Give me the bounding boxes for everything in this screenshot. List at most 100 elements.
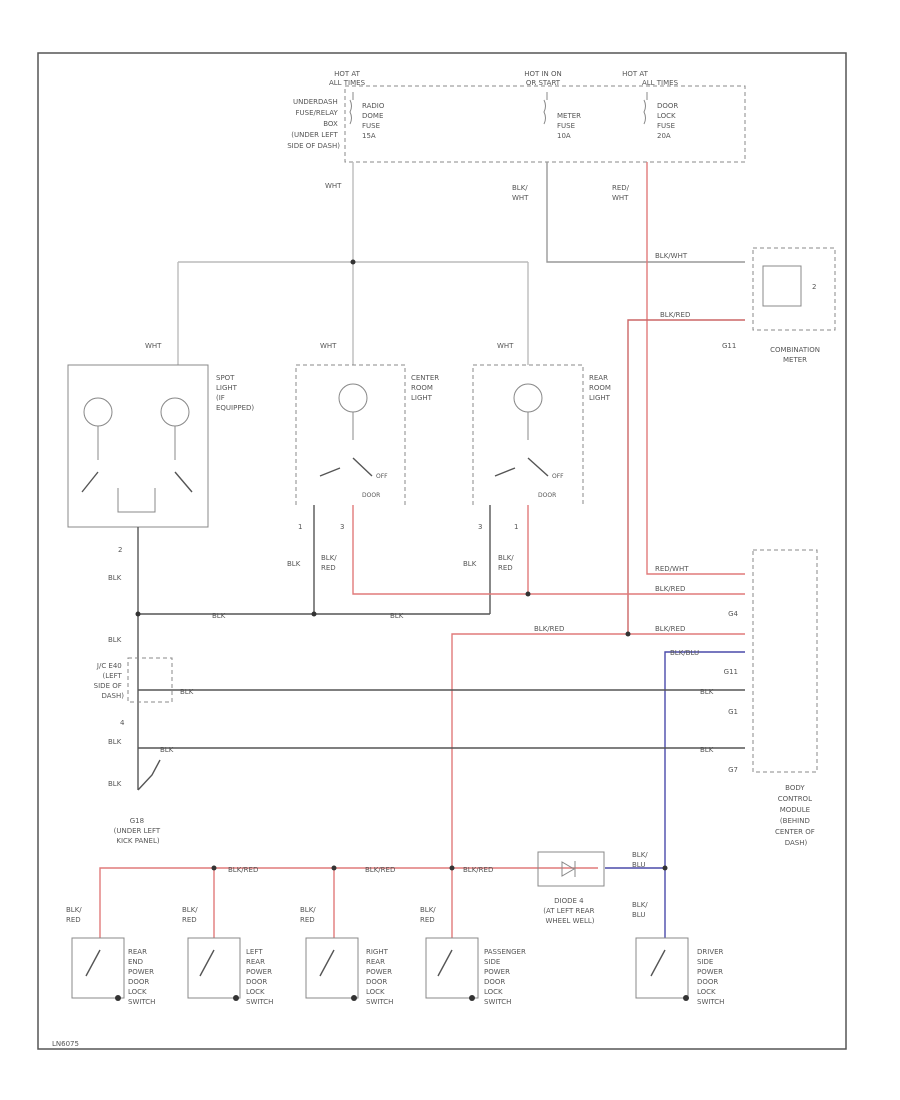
blk-blu-driver-line1: BLK/ bbox=[632, 901, 648, 909]
red-wht-label-line1: RED/ bbox=[612, 184, 630, 192]
center-light-outline bbox=[295, 364, 406, 505]
blk-bcm-grounds: BLK BLK BLK BLK bbox=[138, 688, 745, 754]
left-rear-label-line5: LOCK bbox=[246, 988, 265, 996]
hot-label-3-line2: ALL TIMES bbox=[642, 79, 679, 87]
diagram-id: LN6075 bbox=[52, 1040, 79, 1048]
rear-end-label-line3: POWER bbox=[128, 968, 154, 976]
passenger-label-line4: DOOR bbox=[484, 978, 505, 986]
spot-light-box bbox=[67, 364, 209, 528]
fuse-3-line4: 20A bbox=[657, 132, 671, 140]
hot-label-3-line1: HOT AT bbox=[622, 70, 649, 78]
driver-label-line5: LOCK bbox=[697, 988, 716, 996]
right-rear-label-line3: POWER bbox=[366, 968, 392, 976]
right-rear-label-line5: LOCK bbox=[366, 988, 385, 996]
blk-red-splice-3 bbox=[449, 865, 455, 871]
blk-g1-label-left: BLK bbox=[180, 688, 194, 696]
rear-label-line1: REAR bbox=[589, 374, 608, 382]
blk-label-bus-1: BLK bbox=[212, 612, 226, 620]
left-rear-label-line4: DOOR bbox=[246, 978, 267, 986]
spot-label-line3: (IF bbox=[216, 394, 225, 402]
blk-red-switch-wire: BLK/RED BLK/RED BLK/RED BLK/RED BLK/RED bbox=[99, 625, 745, 938]
blk-g1-label-right: BLK bbox=[700, 688, 714, 696]
diagram-frame bbox=[37, 52, 847, 1050]
passenger-label-line3: POWER bbox=[484, 968, 510, 976]
svg-text:BODY CONTROL MODUL: BODY CONTROL MODULE (BEHIND CENTER OF DA… bbox=[775, 784, 817, 847]
passenger-switch-blade bbox=[437, 949, 453, 977]
blk-g7-label-right: BLK bbox=[700, 746, 714, 754]
blk-blu-driver-line2: BLU bbox=[632, 911, 645, 919]
left-rear-label-line2: REAR bbox=[246, 958, 265, 966]
white-wires: WHT WHT WHT WHT bbox=[145, 162, 529, 365]
svg-text:REAR END POWER: REAR END POWER DOOR LOCK SWITCH bbox=[128, 948, 156, 1006]
blk-red-meter-path bbox=[627, 319, 745, 634]
rear-end-switch: BLK/RED REAR END POWER DOOR LOCK SWITCH bbox=[66, 906, 156, 1006]
junction-blk-mid: BLK bbox=[108, 738, 122, 746]
bcm-pin-g4: G4 bbox=[728, 610, 738, 618]
left-rear-wire-line2: RED bbox=[182, 916, 197, 924]
rear-door-label: DOOR bbox=[538, 492, 556, 499]
combination-meter-outline bbox=[752, 247, 836, 331]
blk-red-bcm-label: BLK/RED bbox=[655, 625, 685, 633]
spot-switch-right bbox=[174, 471, 193, 493]
right-rear-wire-line2: RED bbox=[300, 916, 315, 924]
blk-red-bus-label-2: BLK/RED bbox=[365, 866, 395, 874]
left-rear-switch: BLK/RED LEFT REAR POWER DOOR LOCK SWITCH bbox=[182, 906, 273, 1006]
svg-text:RED/WHT: RED/WHT bbox=[612, 184, 630, 202]
fuse-location-line1: UNDERDASH bbox=[293, 98, 338, 106]
red-wht-label-h: RED/WHT bbox=[655, 565, 689, 573]
center-door-label: DOOR bbox=[362, 492, 380, 499]
rear-end-label-line1: REAR bbox=[128, 948, 147, 956]
fuse-2-line1: METER bbox=[557, 112, 581, 120]
left-rear-label-line3: POWER bbox=[246, 968, 272, 976]
blk-label-center: BLK bbox=[287, 560, 301, 568]
blk-red-center-line1: BLK/ bbox=[321, 554, 337, 562]
junction-blk-bottom: BLK bbox=[108, 780, 122, 788]
blk-red-switch-trunk bbox=[451, 633, 745, 938]
junction-label-line4: DASH) bbox=[102, 692, 125, 700]
left-rear-switch-blade bbox=[199, 949, 215, 977]
blk-blu-wire: BLK/BLU BLK/BLU BLK/BLU bbox=[605, 649, 745, 938]
blk-red-splice-2 bbox=[331, 865, 337, 871]
right-rear-label-line2: REAR bbox=[366, 958, 385, 966]
left-rear-switch-ground bbox=[233, 995, 239, 1001]
spot-lamp-left bbox=[83, 397, 113, 427]
rear-end-label-line4: DOOR bbox=[128, 978, 149, 986]
fuse-box-outline bbox=[344, 85, 746, 163]
junction-label-line2: (LEFT bbox=[103, 672, 123, 680]
svg-text:PASSENGER SIDE POW: PASSENGER SIDE POWER DOOR LOCK SWITCH bbox=[484, 948, 528, 1006]
junction-label-line3: SIDE OF bbox=[94, 682, 122, 690]
spot-switch-left bbox=[81, 471, 99, 493]
combination-meter-pin: G11 bbox=[722, 342, 736, 350]
red-wht-label-line2: WHT bbox=[612, 194, 629, 202]
blk-wht-label-line1: BLK/ bbox=[512, 184, 528, 192]
left-rear-wire-line1: BLK/ bbox=[182, 906, 198, 914]
center-switch-off bbox=[352, 457, 373, 477]
junction-pin-4: 4 bbox=[120, 719, 125, 727]
spot-label-line1: SPOT bbox=[216, 374, 235, 382]
rear-pin-3: 3 bbox=[478, 523, 482, 531]
svg-text:RIGHT REAR POWER: RIGHT REAR POWER DOOR LOCK SWITCH bbox=[366, 948, 394, 1006]
diode-4: DIODE 4 (AT LEFT REAR WHEEL WELL) bbox=[537, 851, 605, 925]
rear-switch-off bbox=[527, 457, 549, 477]
right-rear-label-line6: SWITCH bbox=[366, 998, 393, 1006]
blk-red-door-wire: BLK/RED BLK/RED BLK/RED bbox=[321, 505, 745, 597]
svg-text:BLK/RED: BLK/RED bbox=[300, 906, 316, 924]
right-rear-switch-box bbox=[305, 937, 359, 999]
driver-label-line3: POWER bbox=[697, 968, 723, 976]
svg-text:BLK/WHT: BLK/WHT bbox=[512, 184, 529, 202]
blk-splice-center bbox=[311, 611, 317, 617]
passenger-wire-line1: BLK/ bbox=[420, 906, 436, 914]
fuse-1-line3: FUSE bbox=[362, 122, 380, 130]
wht-splice bbox=[350, 259, 356, 265]
rear-end-label-line6: SWITCH bbox=[128, 998, 155, 1006]
fuse-3-line1: DOOR bbox=[657, 102, 678, 110]
fuse-3-line2: LOCK bbox=[657, 112, 676, 120]
blk-label-rear: BLK bbox=[463, 560, 477, 568]
blk-g7-label-left: BLK bbox=[160, 746, 174, 754]
